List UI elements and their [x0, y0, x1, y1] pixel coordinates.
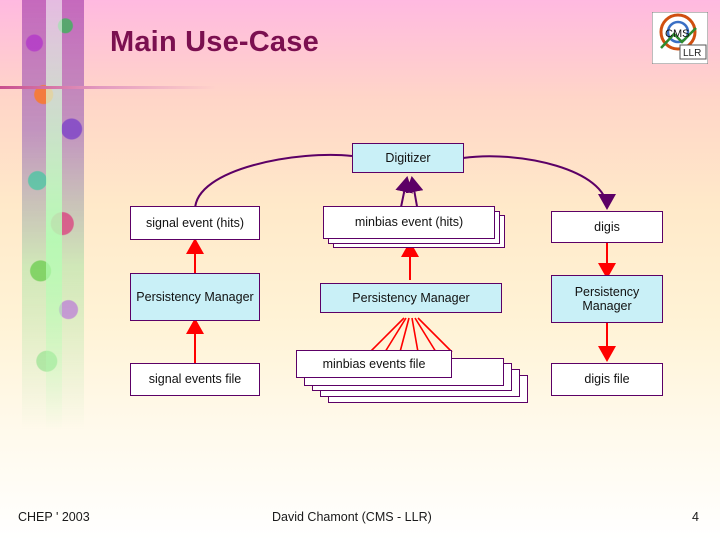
svg-text:LLR: LLR	[683, 48, 701, 59]
signal-event-hits-box[interactable]: signal event (hits)	[130, 206, 260, 240]
digitizer-box[interactable]: Digitizer	[352, 143, 464, 173]
minbias-persistency-manager-box[interactable]: Persistency Manager	[320, 283, 502, 313]
footer-center-text: David Chamont (CMS - LLR)	[272, 510, 432, 524]
cms-logo: CMS LLR	[652, 12, 708, 64]
footer-page-number: 4	[692, 510, 699, 524]
minbias-event-hits-box[interactable]: minbias event (hits)	[323, 206, 495, 239]
title-underline	[0, 86, 720, 89]
digis-persistency-manager-box[interactable]: Persistency Manager	[551, 275, 663, 323]
page-title: Main Use-Case	[110, 26, 319, 58]
digis-file-box[interactable]: digis file	[551, 363, 663, 396]
signal-events-file-box[interactable]: signal events file	[130, 363, 260, 396]
digis-box[interactable]: digis	[551, 211, 663, 243]
svg-text:CMS: CMS	[665, 28, 689, 40]
footer-left-text: CHEP ' 2003	[18, 510, 90, 524]
minbias-events-file-box[interactable]: minbias events file	[296, 350, 452, 378]
decorative-band-core	[46, 0, 62, 430]
signal-persistency-manager-box[interactable]: Persistency Manager	[130, 273, 260, 321]
